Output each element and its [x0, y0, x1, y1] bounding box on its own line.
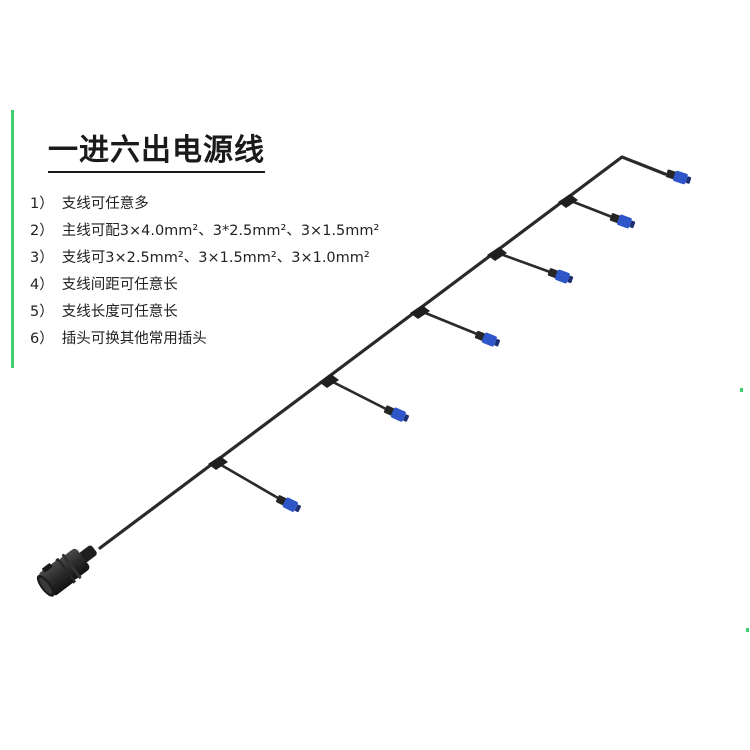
feature-number: 3）: [30, 250, 54, 266]
edge-mark: [740, 388, 743, 392]
feature-text: 支线可3×2.5mm²、3×1.5mm²、3×1.0mm²: [61, 250, 370, 266]
feature-number: 6）: [30, 331, 54, 347]
branch-5: [558, 194, 613, 219]
branch-4: [487, 247, 551, 274]
powercon-connector-icon: [609, 213, 636, 229]
feature-item: 4） 支线间距可任意长: [30, 272, 379, 299]
feature-number: 4）: [30, 277, 54, 293]
edge-mark: [746, 628, 749, 632]
feature-text: 插头可换其他常用插头: [61, 331, 207, 347]
branch-1: [208, 456, 279, 500]
powercon-connector-icon: [665, 169, 692, 185]
feature-item: 6） 插头可换其他常用插头: [30, 326, 379, 353]
feature-text: 支线可任意多: [61, 196, 149, 212]
industrial-plug-icon: [36, 545, 97, 597]
feature-text: 主线可配3×4.0mm²、3*2.5mm²、3×1.5mm²: [61, 223, 380, 239]
main-cable: [98, 155, 667, 550]
feature-item: 3） 支线可3×2.5mm²、3×1.5mm²、3×1.0mm²: [30, 245, 379, 272]
feature-item: 1） 支线可任意多: [30, 191, 379, 218]
feature-number: 1）: [30, 196, 54, 212]
powercon-connector-icon: [383, 405, 410, 422]
feature-text: 支线长度可任意长: [61, 304, 178, 320]
feature-item: 5） 支线长度可任意长: [30, 299, 379, 326]
feature-list: 1） 支线可任意多 2） 主线可配3×4.0mm²、3*2.5mm²、3×1.5mm…: [30, 191, 379, 353]
accent-bar: [11, 110, 14, 368]
page-title: 一进六出电源线: [48, 132, 265, 173]
feature-text: 支线间距可任意长: [61, 277, 178, 293]
feature-number: 5）: [30, 304, 54, 320]
powercon-connector-icon: [474, 330, 501, 347]
feature-number: 2）: [30, 223, 54, 239]
feature-item: 2） 主线可配3×4.0mm²、3*2.5mm²、3×1.5mm²: [30, 218, 379, 245]
branch-3: [410, 305, 478, 336]
branch-2: [319, 374, 387, 411]
powercon-connector-icon: [547, 268, 574, 284]
powercon-connector-icon: [276, 495, 301, 513]
